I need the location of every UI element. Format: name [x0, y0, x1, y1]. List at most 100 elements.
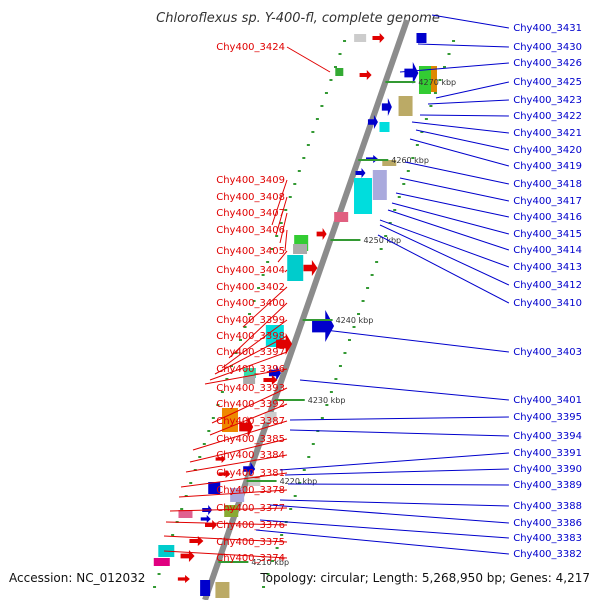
- right-leader-line: [289, 416, 509, 421]
- right-leader-line: [299, 379, 509, 401]
- right-gene-label: Chy400_3416: [513, 212, 582, 223]
- tick-dot: [302, 469, 306, 471]
- gene-block: [287, 255, 304, 281]
- tick-dot: [302, 157, 306, 159]
- right-leader-line: [259, 519, 509, 539]
- tick-dot: [311, 443, 315, 445]
- left-gene-label: Chy400_3407: [216, 208, 285, 219]
- tick-dot: [406, 170, 410, 172]
- right-leader-line: [279, 452, 509, 471]
- gene-block: [224, 505, 239, 517]
- tick-dot: [284, 209, 288, 211]
- gene-block: [208, 482, 221, 494]
- gene-arrow: [359, 70, 372, 80]
- left-gene-label: Chy400_3393: [216, 383, 285, 394]
- left-leader-line: [286, 46, 331, 73]
- tick-dot: [229, 365, 233, 367]
- right-leader-line: [427, 99, 509, 105]
- tick-dot: [153, 586, 157, 588]
- gene-block: [264, 412, 277, 422]
- tick-dots: [153, 40, 456, 588]
- left-leader-line: [242, 286, 288, 328]
- gene-arrow: [372, 33, 385, 43]
- left-leader-line: [165, 521, 288, 526]
- tick-dot: [266, 261, 270, 263]
- gene-arrow: [263, 375, 278, 385]
- left-gene-label: Chy400_3378: [216, 485, 285, 496]
- tick-dot: [180, 508, 184, 510]
- gene-arrow: [218, 470, 231, 478]
- tick-dot: [307, 456, 311, 458]
- tick-dot: [315, 118, 319, 120]
- left-leader-line: [192, 420, 288, 451]
- left-leader-line: [204, 368, 288, 385]
- left-gene-label: Chy400_3409: [216, 175, 285, 186]
- kbp-label: 4270 kbp: [418, 78, 456, 87]
- tick-dot: [420, 131, 424, 133]
- right-gene-label: Chy400_3423: [513, 95, 582, 106]
- left-gene-label: Chy400_3398: [216, 331, 285, 342]
- tick-dot: [243, 326, 247, 328]
- right-leader-line: [419, 114, 509, 117]
- left-gene-label: Chy400_3424: [216, 42, 285, 53]
- left-gene-label: Chy400_3405: [216, 246, 285, 257]
- right-gene-label: Chy400_3430: [513, 42, 582, 53]
- topology-text: Topology: circular; Length: 5,268,950 bp…: [260, 571, 590, 585]
- right-gene-label: Chy400_3418: [513, 179, 582, 190]
- right-gene-label: Chy400_3413: [513, 262, 582, 273]
- right-leader-line: [395, 192, 510, 218]
- right-leader-line: [404, 161, 510, 185]
- left-gene-label: Chy400_3402: [216, 282, 285, 293]
- tick-dot: [157, 573, 161, 575]
- right-gene-label: Chy400_3415: [513, 229, 582, 240]
- left-gene-label: Chy400_3374: [216, 553, 285, 564]
- tick-dot: [379, 248, 383, 250]
- tick-dot: [329, 79, 333, 81]
- tick-dot: [279, 222, 283, 224]
- gene-arrow: [303, 260, 318, 276]
- right-leader-line: [289, 429, 509, 437]
- gene-block: [354, 34, 367, 42]
- gene-block: [418, 66, 431, 94]
- right-leader-line: [279, 499, 509, 507]
- left-leader-line: [271, 179, 288, 226]
- gene-features: [153, 33, 437, 598]
- gene-arrow: [367, 115, 378, 129]
- gene-block: [230, 488, 245, 502]
- gene-arrow: [355, 168, 366, 178]
- gene-block: [153, 558, 170, 566]
- tick-dot: [442, 66, 446, 68]
- left-leader-line: [284, 269, 288, 273]
- gene-arrow: [404, 62, 419, 84]
- tick-dot: [402, 183, 406, 185]
- gene-arrow: [177, 575, 190, 583]
- tick-dot: [288, 196, 292, 198]
- tick-dot: [347, 339, 351, 341]
- right-leader-line: [377, 234, 510, 304]
- left-gene-label: Chy400_3399: [216, 315, 285, 326]
- right-leader-line: [391, 202, 510, 235]
- right-gene-label: Chy400_3394: [513, 431, 582, 442]
- genome-backbone: [202, 19, 410, 600]
- right-leader-line: [435, 81, 510, 99]
- right-leader-line: [409, 138, 510, 167]
- right-leader-line: [269, 504, 509, 524]
- tick-dot: [338, 53, 342, 55]
- gene-arrow: [200, 515, 211, 523]
- left-gene-label: Chy400_3400: [216, 298, 285, 309]
- tick-dot: [334, 378, 338, 380]
- gene-block: [398, 96, 413, 116]
- right-gene-label: Chy400_3422: [513, 111, 582, 122]
- tick-dot: [289, 508, 293, 510]
- left-gene-label: Chy400_3392: [216, 399, 285, 410]
- left-leader-line: [209, 403, 288, 436]
- left-leader-line: [180, 472, 288, 488]
- right-gene-label: Chy400_3391: [513, 448, 582, 459]
- right-gene-label: Chy400_3395: [513, 412, 582, 423]
- right-leader-line: [379, 224, 510, 286]
- tick-dot: [207, 430, 211, 432]
- gene-block: [200, 580, 211, 596]
- right-gene-label: Chy400_3410: [513, 298, 582, 309]
- right-leader-line: [411, 121, 509, 134]
